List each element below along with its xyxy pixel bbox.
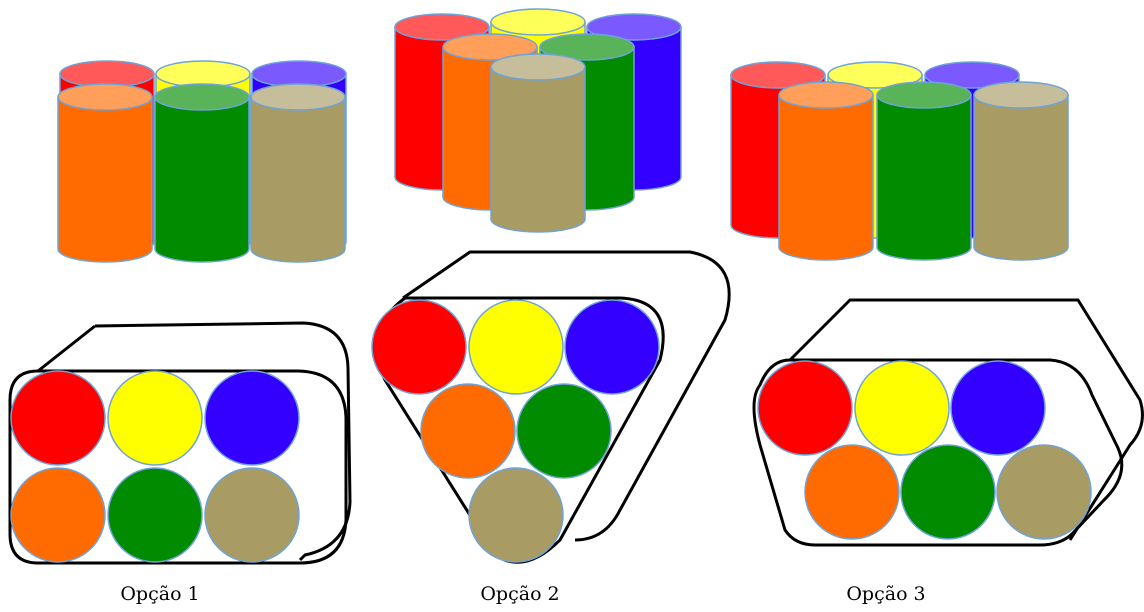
opt1-front-outline bbox=[8, 369, 348, 565]
opt2-tan-cylinder bbox=[490, 53, 586, 233]
opt3-orange-circle bbox=[804, 444, 900, 540]
opt2-green-circle bbox=[516, 383, 612, 479]
opt1-front-tan-cylinder bbox=[250, 83, 346, 263]
opt2-tan-circle bbox=[468, 467, 564, 563]
option-1-caption: Opção 1 bbox=[120, 583, 200, 605]
opt3-front-tan-cylinder bbox=[973, 81, 1069, 261]
opt1-front-orange-cylinder bbox=[57, 83, 153, 263]
opt3-back-outline bbox=[788, 298, 1144, 541]
opt1-red-circle bbox=[10, 370, 106, 466]
opt3-green-circle bbox=[900, 444, 996, 540]
option-3-caption: Opção 3 bbox=[846, 583, 926, 605]
opt3-front-outline bbox=[752, 358, 1124, 547]
opt3-blue-circle bbox=[950, 360, 1046, 456]
opt3-front-green-cylinder bbox=[876, 81, 972, 261]
opt2-back-outline bbox=[402, 250, 731, 542]
opt3-tan-circle bbox=[996, 444, 1092, 540]
opt2-orange-circle bbox=[420, 383, 516, 479]
opt1-orange-circle bbox=[10, 467, 106, 563]
option-2-caption: Opção 2 bbox=[480, 583, 560, 605]
opt1-link-1 bbox=[37, 324, 96, 373]
opt1-green-circle bbox=[107, 467, 203, 563]
opt3-red-circle bbox=[757, 360, 853, 456]
opt2-yellow-circle bbox=[468, 299, 564, 395]
opt2-blue-circle bbox=[564, 299, 660, 395]
opt3-yellow-circle bbox=[854, 360, 950, 456]
opt1-yellow-circle bbox=[107, 370, 203, 466]
opt1-tan-circle bbox=[204, 467, 300, 563]
cylinder-groups bbox=[57, 8, 1069, 263]
opt3-front-orange-cylinder bbox=[778, 81, 874, 261]
opt2-red-circle bbox=[371, 299, 467, 395]
cross-sections bbox=[8, 250, 1144, 565]
opt1-blue-circle bbox=[204, 370, 300, 466]
opt1-back-outline bbox=[94, 321, 352, 562]
opt1-front-green-cylinder bbox=[154, 83, 250, 263]
